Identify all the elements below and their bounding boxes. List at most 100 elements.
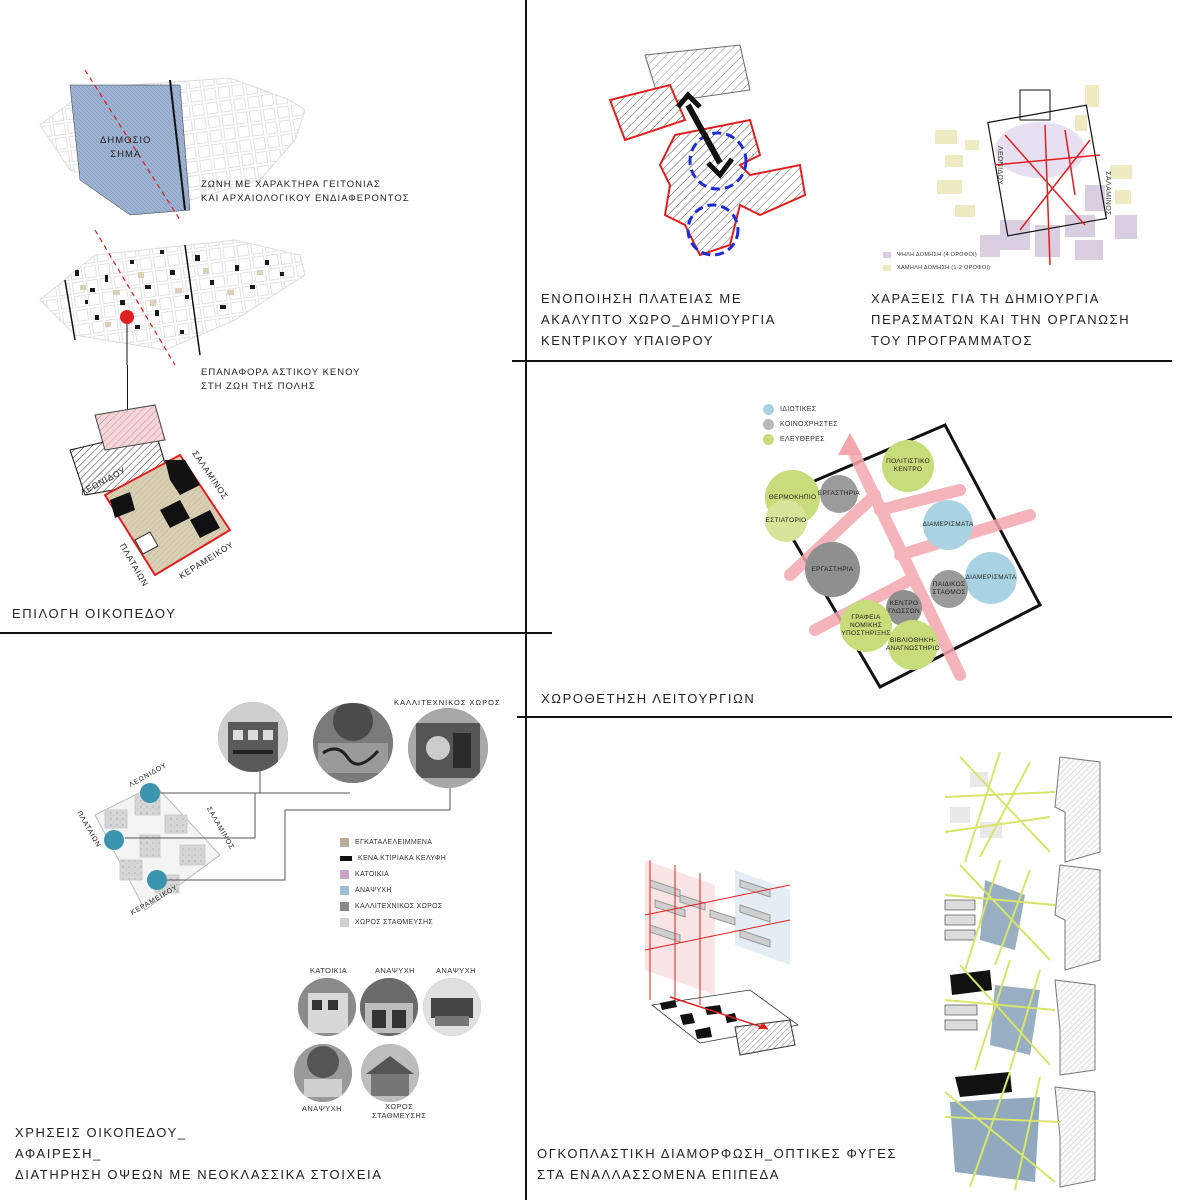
panel4-title: ΧΡΗΣΕΙΣ ΟΙΚΟΠΕΔΟΥ_ ΑΦΑΙΡΕΣΗ_ ΔΙΑΤΗΡΗΣΗ Ο… [15,1122,383,1185]
use-marker-plataion [104,830,124,850]
photo-recreation-2-art [423,978,481,1036]
bubble-restaurant-label: ΕΣΤΙΑΤΟΡΙΟ [765,517,807,524]
uses-legend-label-4: ΚΑΛΛΙΤΕΧΝΙΚΟΣ ΧΩΡΟΣ [355,903,443,910]
photo-recreation-3 [294,1044,352,1102]
photo-recreation-1 [360,978,418,1036]
axes-street-right: ΣΑΛΑΜΙΝΟΣ [1103,171,1111,216]
uses-legend-swatch-0 [340,838,349,847]
uses-legend-swatch-2 [340,870,349,879]
axes-legend-item-1: ΧΑΜΗΛΗ ΔΟΜΗΣΗ (1-2 ΟΡΟΦΟΙ) [883,265,990,271]
use-marker-leonidou [140,783,160,803]
panel2-right-caption-line2: ΠΕΡΑΣΜΑΤΩΝ ΚΑΙ ΤΗΝ ΟΡΓΑΝΩΣΗ [871,312,1131,327]
photo-label-recreation-1: ΑΝΑΨΥΧΗ [375,966,415,975]
photo-recreation-1-art [360,978,418,1036]
functions-legend-item-1: ΚΟΙΝΟΧΡΗΣΤΕΣ [763,419,838,430]
zone-caption-line2: ΚΑΙ ΑΡΧΑΙΟΛΟΓΙΚΟΥ ΕΝΔΙΑΦΕΡΟΝΤΟΣ [201,193,410,204]
panel4-title-line3: ΔΙΑΤΗΡΗΣΗ ΟΨΕΩΝ ΜΕ ΝΕΟΚΛΑΣΣΙΚΑ ΣΤΟΙΧΕΙΑ [15,1167,383,1182]
photo-label-art-space: ΚΑΛΛΙΤΕΧΝΙΚΟΣ ΧΩΡΟΣ [394,698,501,707]
panel2-right-caption-line3: ΤΟΥ ΠΡΟΓΡΑΜΜΑΤΟΣ [871,333,1033,348]
photo-label-recreation-2: ΑΝΑΨΥΧΗ [436,966,476,975]
photo-parking [361,1044,419,1102]
panel2-right-caption: ΧΑΡΑΞΕΙΣ ΓΙΑ ΤΗ ΔΗΜΙΟΥΡΓΙΑ ΠΕΡΑΣΜΑΤΩΝ ΚΑ… [871,288,1130,351]
panel5-title: ΟΓΚΟΠΛΑΣΤΙΚΗ ΔΙΑΜΟΡΦΩΣΗ_ΟΠΤΙΚΕΣ ΦΥΓΕΣ ΣΤ… [537,1143,897,1185]
uses-legend-label-2: ΚΑΤΟΙΚΙΑ [355,871,390,878]
functions-legend-label-1: ΚΟΙΝΟΧΡΗΣΤΕΣ [780,421,838,428]
axes-diagram [935,85,1137,266]
public-land-label-line2: ΣΗΜΑ [110,149,142,160]
zone-caption: ΖΩΝΗ ΜΕ ΧΑΡΑΚΤΗΡΑ ΓΕΙΤΟΝΙΑΣ ΚΑΙ ΑΡΧΑΙΟΛΟ… [201,178,410,206]
bubble-legal-support-label: ΓΡΑΦΕΙΑ ΝΟΜΙΚΗΣ ΥΠΟΣΤΗΡΙΞΗΣ [841,614,891,637]
photo-art-space-art [408,708,488,788]
restore-caption-line2: ΣΤΗ ΖΩΗ ΤΗΣ ΠΟΛΗΣ [201,381,316,392]
bubble-workshops-mid-label: ΕΡΓΑΣΤΗΡΙΑ [811,565,854,573]
bubble-workshops-top-label: ΕΡΓΑΣΤΗΡΙΑ [817,490,861,497]
bubble-legal-support: ΓΡΑΦΕΙΑ ΝΟΜΙΚΗΣ ΥΠΟΣΤΗΡΙΞΗΣ [840,600,892,652]
photo-label-parking-line1: ΧΩΡΟΣ [385,1102,414,1111]
panel5-title-line1: ΟΓΚΟΠΛΑΣΤΙΚΗ ΔΙΑΜΟΡΦΩΣΗ_ΟΠΤΙΚΕΣ ΦΥΓΕΣ [537,1146,897,1161]
bubble-apartments-mid-label: ΔΙΑΜΕΡΙΣΜΑΤΑ [965,574,1017,581]
panel3-title: ΧΩΡΟΘΕΤΗΣΗ ΛΕΙΤΟΥΡΓΙΩΝ [541,691,756,706]
connector-line [127,365,128,425]
uses-legend-swatch-3 [340,886,349,895]
photo-label-recreation-3: ΑΝΑΨΥΧΗ [302,1104,342,1113]
photo-graffiti-wall [313,703,393,783]
panel4-title-line2: ΑΦΑΙΡΕΣΗ_ [15,1146,102,1161]
sightline-diagram-1 [944,751,1101,863]
axes-street-left: ΛΕΩΝΙΔΟΥ [996,145,1004,186]
restore-caption: ΕΠΑΝΑΦΟΡΑ ΑΣΤΙΚΟΥ ΚΕΝΟΥ ΣΤΗ ΖΩΗ ΤΗΣ ΠΟΛΗ… [201,366,361,394]
square-unification-diagram [608,44,807,257]
panel1-title: ΕΠΙΛΟΓΗ ΟΙΚΟΠΕΔΟΥ [12,606,177,621]
zone-caption-line1: ΖΩΝΗ ΜΕ ΧΑΡΑΚΤΗΡΑ ΓΕΙΤΟΝΙΑΣ [201,179,381,190]
uses-legend-swatch-5 [340,918,349,927]
photo-recreation-2 [423,978,481,1036]
uses-legend-label-1: ΚΕΝΑ ΚΤΙΡΙΑΚΑ ΚΕΛΥΦΗ [358,855,447,862]
use-marker-kerameikou [147,870,167,890]
photo-recreation-3-art [294,1044,352,1102]
panel4-title-line1: ΧΡΗΣΕΙΣ ΟΙΚΟΠΕΔΟΥ_ [15,1125,187,1140]
panel5-title-line2: ΣΤΑ ΕΝΑΛΛΑΣΣΟΜΕΝΑ ΕΠΙΠΕΔΑ [537,1167,781,1182]
sightline-diagram-3 [944,959,1096,1076]
uses-legend-swatch-4 [340,902,349,911]
photo-abandoned-building-art [218,702,288,772]
vertical-divider [525,0,527,1200]
photo-parking-art [361,1044,419,1102]
uses-legend-item-0: ΕΓΚΑΤΑΛΕΛΕΙΜΜΕΝΑ [340,838,432,847]
sightline-diagram-4 [944,1071,1096,1191]
photo-art-space [408,708,488,788]
bubble-cultural-center-label: ΠΟΛΙΤΙΣΤΙΚΟ ΚΕΝΤΡΟ [886,458,930,473]
bubble-language-center: ΚΕΝΤΡΟ ΓΛΩΣΣΩΝ [886,590,922,626]
photo-graffiti-wall-art [313,703,393,783]
panel2-left-caption-line1: ΕΝΟΠΟΙΗΣΗ ΠΛΑΤΕΙΑΣ ΜΕ [541,291,743,306]
panel2-left-caption-line2: ΑΚΑΛΥΠΤΟ ΧΩΡΟ_ΔΗΜΙΟΥΡΓΙΑ [541,312,777,327]
uses-legend-item-1: ΚΕΝΑ ΚΤΙΡΙΑΚΑ ΚΕΛΥΦΗ [340,855,446,862]
photo-label-parking: ΧΩΡΟΣ ΣΤΑΘΜΕΥΣΗΣ [372,1102,426,1120]
axes-legend-swatch-0 [883,252,891,258]
axes-legend-label-1: ΧΑΜΗΛΗ ΔΟΜΗΣΗ (1-2 ΟΡΟΦΟΙ) [897,265,991,271]
bubble-workshops-top: ΕΡΓΑΣΤΗΡΙΑ [817,475,861,513]
bubble-workshops-mid: ΕΡΓΑΣΤΗΡΙΑ [805,542,860,597]
ground-plan-arrow [651,989,799,1056]
bubble-apartments-mid: ΔΙΑΜΕΡΙΣΜΑΤΑ [965,552,1017,604]
functions-legend-swatch-2 [763,434,774,445]
functions-legend-item-2: ΕΛΕΥΘΕΡΕΣ [763,434,825,445]
bubble-kindergarten-label: ΠΑΙΔΙΚΟΣ ΣΤΑΘΜΟΣ [932,581,966,596]
bubble-library-label: ΒΙΒΛΙΟΘΗΚΗ- ΑΝΑΓΝΩΣΤΗΡΙΟ [886,637,940,652]
horizontal-divider-left [0,632,552,634]
axes-legend-label-0: ΨΗΛΗ ΔΟΜΗΣΗ (4 ΟΡΟΦΟΙ) [897,252,977,258]
uses-legend-item-4: ΚΑΛΛΙΤΕΧΝΙΚΟΣ ΧΩΡΟΣ [340,902,442,911]
uses-legend-item-2: ΚΑΤΟΙΚΙΑ [340,870,389,879]
bubble-apartments-top-label: ΔΙΑΜΕΡΙΣΜΑΤΑ [922,521,974,528]
axes-legend-item-0: ΨΗΛΗ ΔΟΜΗΣΗ (4 ΟΡΟΦΟΙ) [883,252,977,258]
photo-housing [298,978,356,1036]
horizontal-divider-top-right [512,360,1172,362]
panel2-right-caption-line1: ΧΑΡΑΞΕΙΣ ΓΙΑ ΤΗ ΔΗΜΙΟΥΡΓΙΑ [871,291,1101,306]
uses-legend-swatch-1 [340,856,352,861]
functions-legend-label-0: ΙΔΙΩΤΙΚΕΣ [780,406,817,413]
photo-label-parking-line2: ΣΤΑΘΜΕΥΣΗΣ [372,1111,427,1120]
bubble-greenhouse-label: ΘΕΡΜΟΚΗΠΙΟ [768,493,817,501]
bubble-library: ΒΙΒΛΙΟΘΗΚΗ- ΑΝΑΓΝΩΣΤΗΡΙΟ [886,620,940,670]
uses-legend-item-5: ΧΩΡΟΣ ΣΤΑΘΜΕΥΣΗΣ [340,918,433,927]
photo-abandoned-building [218,702,288,772]
bubble-restaurant: ΕΣΤΙΑΤΟΡΙΟ [765,500,807,542]
photo-connectors [125,760,451,881]
